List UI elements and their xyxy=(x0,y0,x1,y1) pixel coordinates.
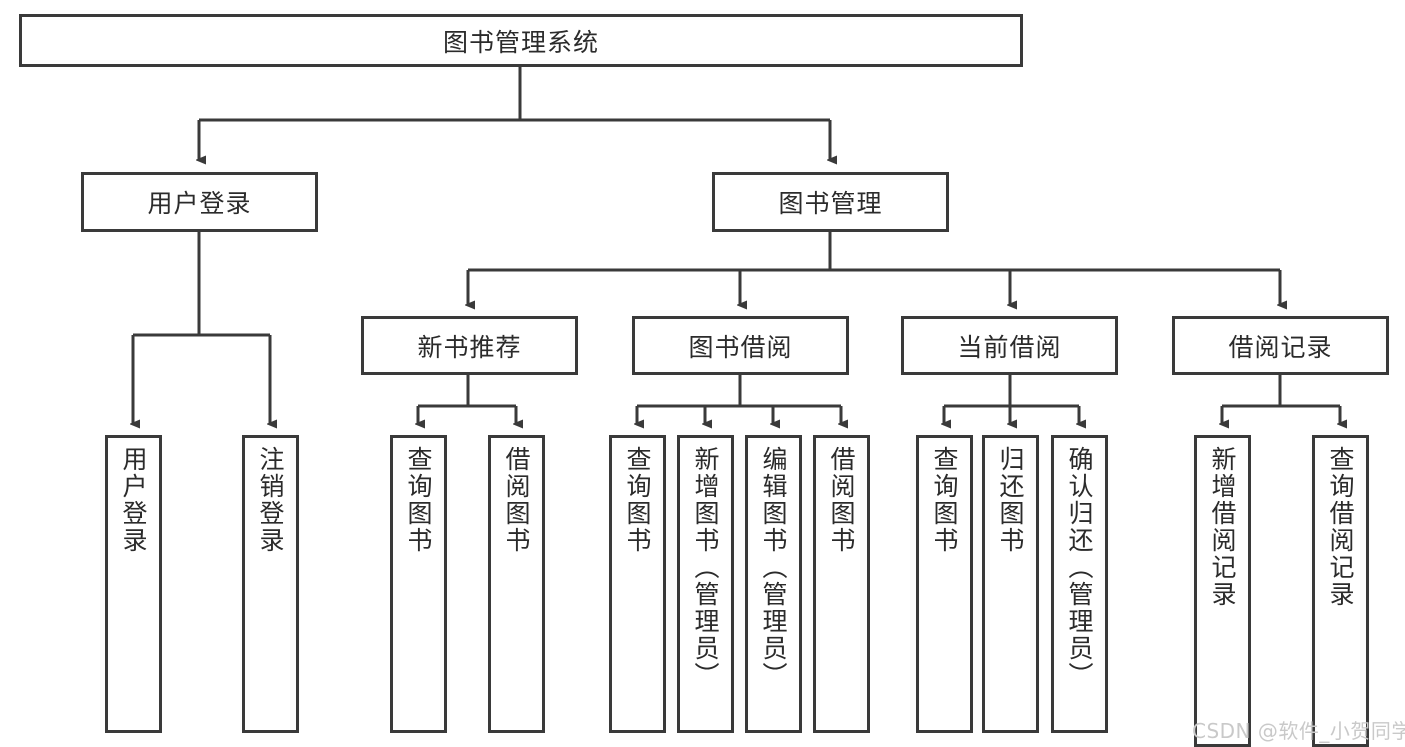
node-label: 图书借阅 xyxy=(688,332,793,362)
node-label: 确认归还（管理员） xyxy=(1065,446,1094,689)
leaf-user-login-logout[interactable]: 注销登录 xyxy=(242,435,299,733)
leaf-current-borrow-confirm-return-admin[interactable]: 确认归还（管理员） xyxy=(1051,435,1108,733)
node-current-borrow[interactable]: 当前借阅 xyxy=(901,316,1118,375)
node-label: 借阅记录 xyxy=(1228,332,1333,362)
node-borrow-record[interactable]: 借阅记录 xyxy=(1172,316,1389,375)
node-label: 新书推荐 xyxy=(417,332,522,362)
node-label: 查询图书 xyxy=(930,446,959,554)
node-label: 用户登录 xyxy=(147,189,252,218)
node-label: 注销登录 xyxy=(256,446,285,554)
node-label: 当前借阅 xyxy=(957,332,1062,362)
leaf-current-borrow-query-book[interactable]: 查询图书 xyxy=(916,435,973,733)
leaf-borrow-record-add-record[interactable]: 新增借阅记录 xyxy=(1194,435,1251,747)
node-new-book-recommend[interactable]: 新书推荐 xyxy=(361,316,578,375)
leaf-user-login-login[interactable]: 用户登录 xyxy=(105,435,162,733)
leaf-book-borrow-add-book-admin[interactable]: 新增图书（管理员） xyxy=(677,435,734,733)
node-label: 新增借阅记录 xyxy=(1208,446,1237,608)
leaf-book-borrow-edit-book-admin[interactable]: 编辑图书（管理员） xyxy=(745,435,802,733)
node-book-borrow[interactable]: 图书借阅 xyxy=(632,316,849,375)
node-label: 归还图书 xyxy=(996,446,1025,554)
node-label: 查询借阅记录 xyxy=(1326,446,1355,608)
leaf-new-book-borrow-book[interactable]: 借阅图书 xyxy=(488,435,545,733)
leaf-new-book-query-book[interactable]: 查询图书 xyxy=(390,435,447,733)
leaf-borrow-record-query-record[interactable]: 查询借阅记录 xyxy=(1312,435,1369,747)
node-label: 借阅图书 xyxy=(502,446,531,554)
node-label: 图书管理系统 xyxy=(442,27,599,57)
node-label: 借阅图书 xyxy=(827,446,856,554)
leaf-book-borrow-query-book[interactable]: 查询图书 xyxy=(609,435,666,733)
node-label: 图书管理 xyxy=(778,189,883,218)
node-label: 查询图书 xyxy=(623,446,652,554)
watermark-text: CSDN @软件_小贺同学 xyxy=(1192,719,1405,743)
node-label: 查询图书 xyxy=(404,446,433,554)
node-root-book-management-system[interactable]: 图书管理系统 xyxy=(19,14,1023,67)
node-label: 新增图书（管理员） xyxy=(691,446,720,689)
node-book-management[interactable]: 图书管理 xyxy=(712,172,949,232)
node-user-login[interactable]: 用户登录 xyxy=(81,172,318,232)
node-label: 编辑图书（管理员） xyxy=(759,446,788,689)
node-label: 用户登录 xyxy=(119,446,148,554)
leaf-book-borrow-borrow-book[interactable]: 借阅图书 xyxy=(813,435,870,733)
leaf-current-borrow-return-book[interactable]: 归还图书 xyxy=(982,435,1039,733)
